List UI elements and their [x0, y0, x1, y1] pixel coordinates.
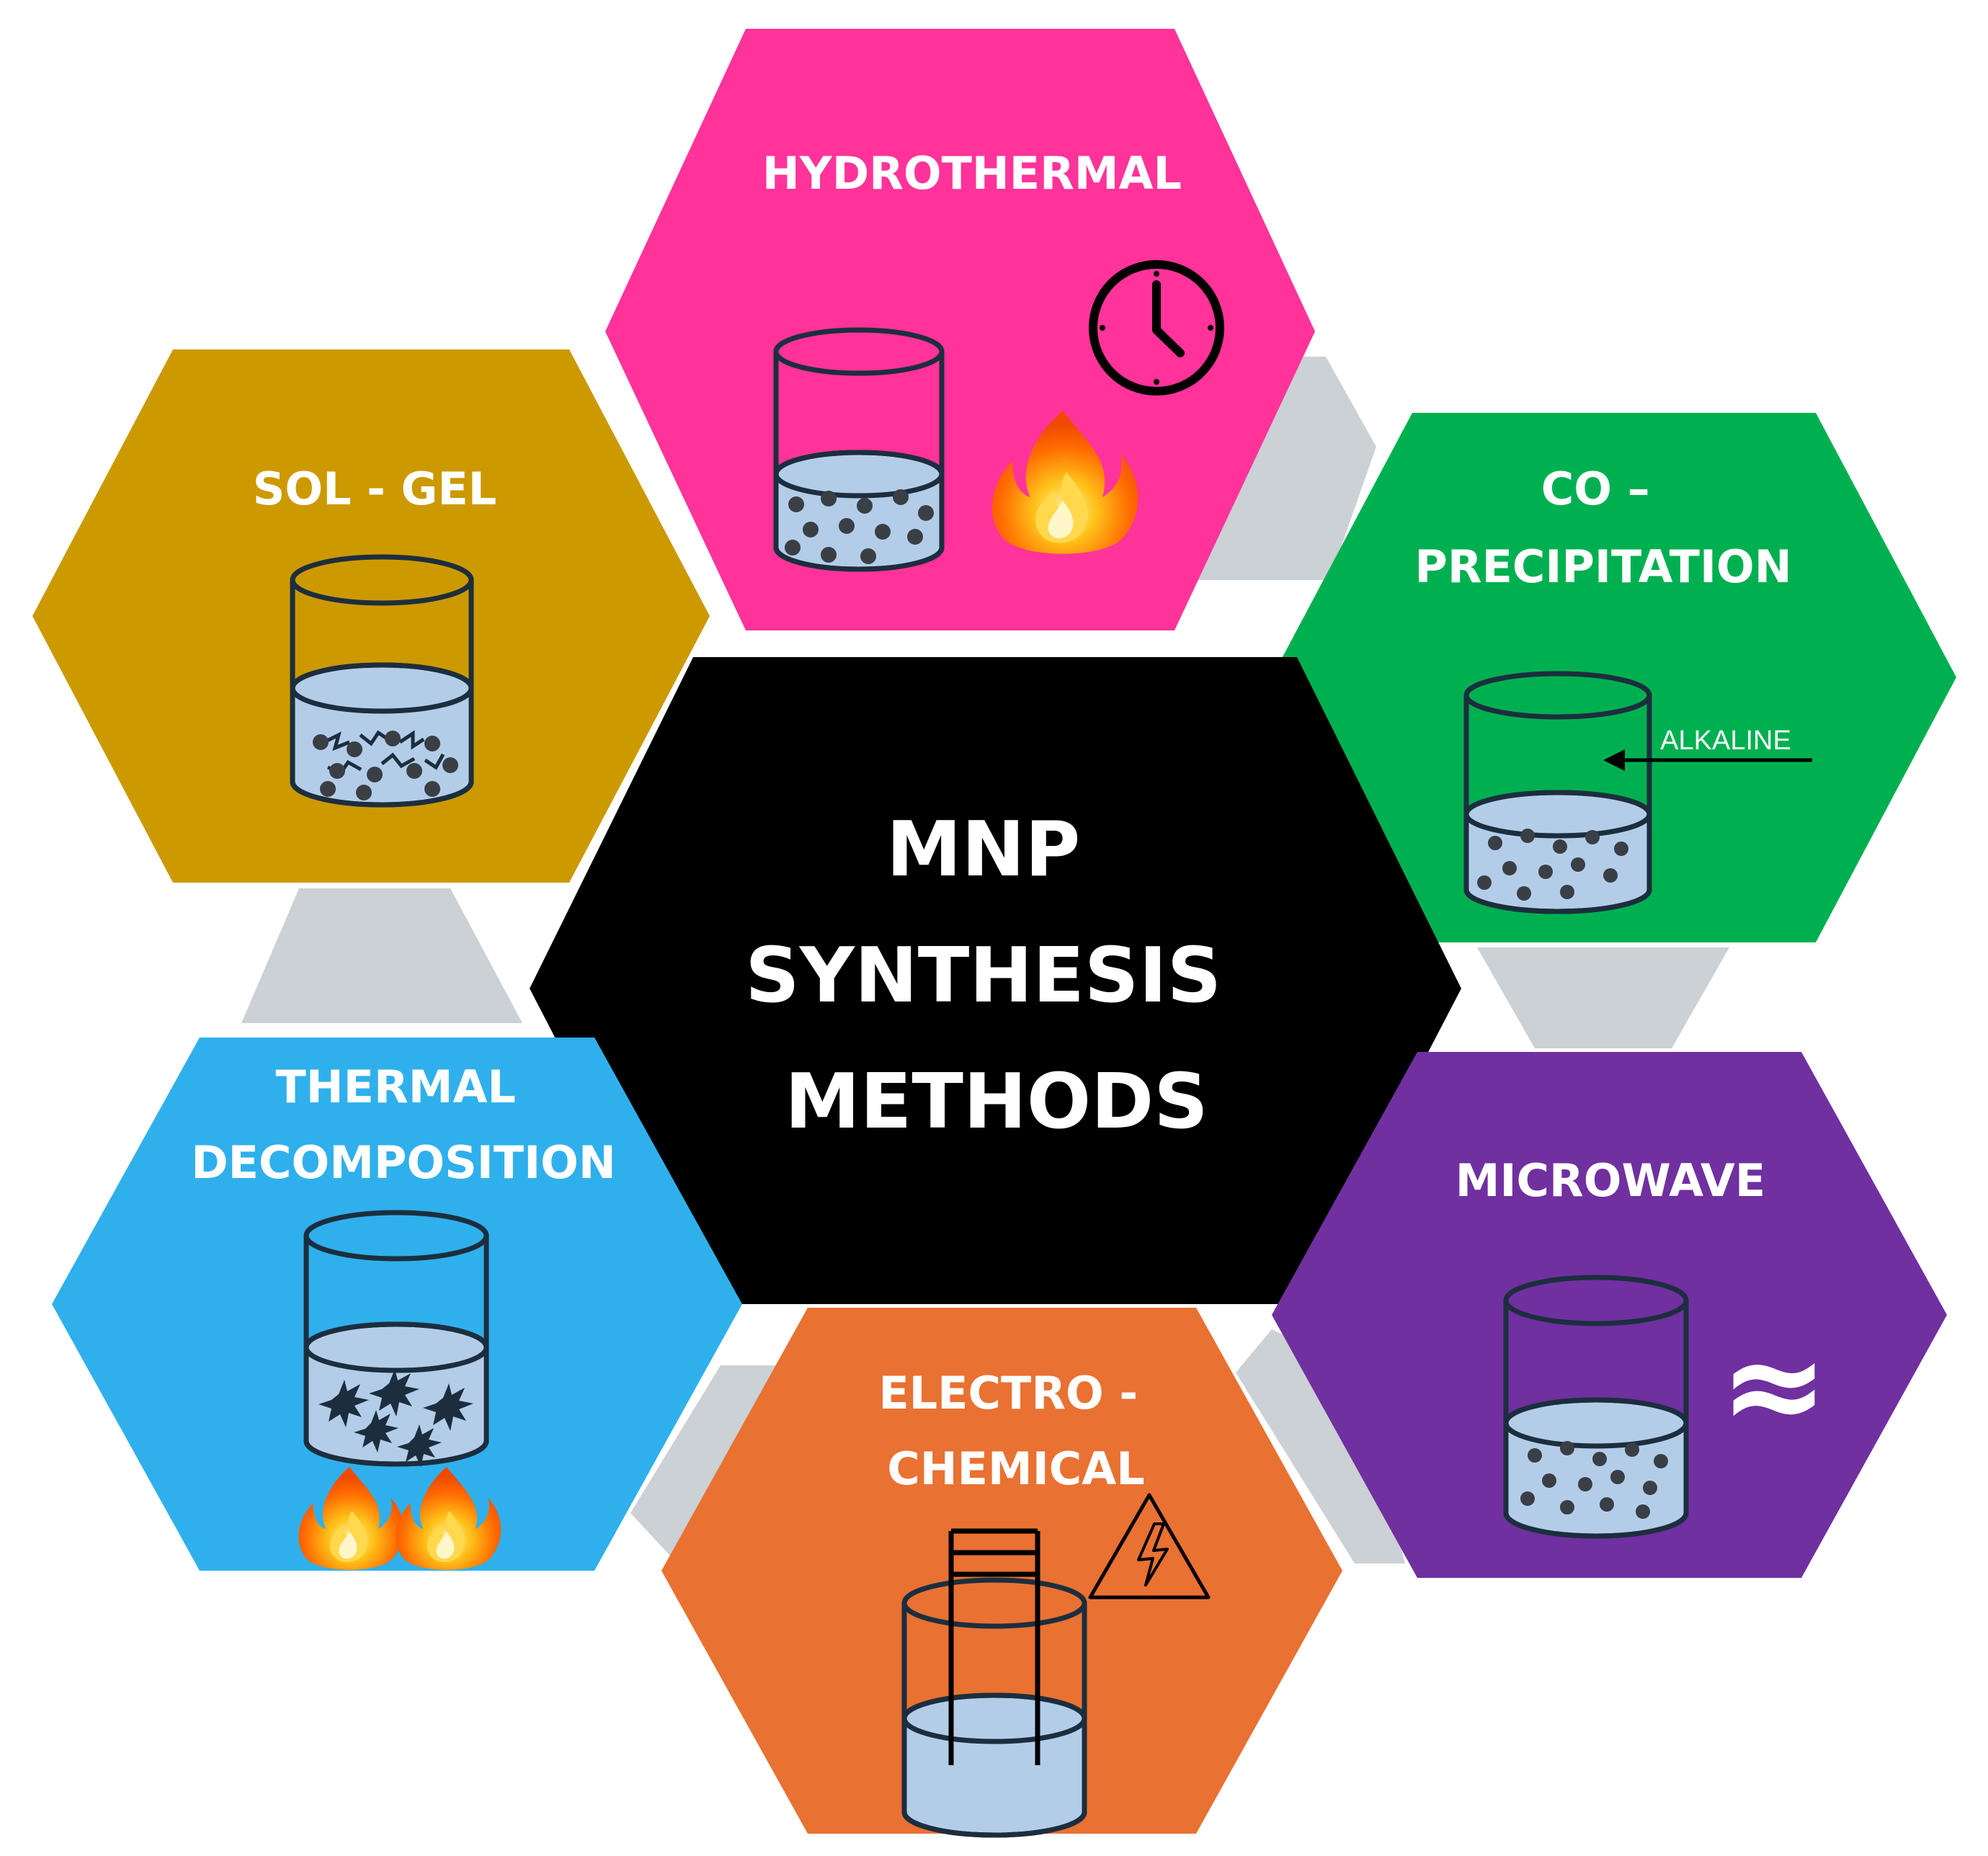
connector-thermal-electro: [630, 1365, 782, 1563]
clock-icon: [1089, 260, 1224, 396]
hex-electrochemical-shape: [661, 1308, 1342, 1834]
hex-thermal-decomposition: THERMAL DECOMPOSITION: [52, 1038, 742, 1571]
beaker-icon: [1503, 1275, 1689, 1539]
sol-gel-title: SOL - GEL: [253, 463, 497, 515]
hex-center-shape: [530, 657, 1461, 1304]
arrow-icon: [1603, 749, 1812, 771]
connector-electro-micro: [1236, 1329, 1405, 1563]
hex-co-precipitation: CO – PRECIPITATION ALKALINE: [1272, 413, 1956, 942]
center-title: MNP SYNTHESIS METHODS: [745, 806, 1248, 1146]
hex-microwave: MICROWAVE ≈: [1272, 1052, 1947, 1578]
particle-dots: [1477, 829, 1628, 901]
beaker-icon: [1463, 671, 1652, 914]
hex-center: MNP SYNTHESIS METHODS: [530, 657, 1461, 1304]
alkaline-label: ALKALINE: [1660, 726, 1791, 756]
connector-shapes: [241, 357, 1729, 1563]
hex-hydrothermal: HYDROTHERMAL: [605, 29, 1315, 630]
hex-sol-gel: SOL - GEL: [32, 349, 710, 883]
thermal-decomposition-title: THERMAL DECOMPOSITION: [191, 1061, 616, 1189]
warning-icon: [1088, 1493, 1211, 1600]
particle-dots: [1520, 1441, 1668, 1519]
microwave-title: MICROWAVE: [1456, 1154, 1765, 1207]
connector-co-micro: [1477, 947, 1729, 1048]
beaker-icon: [290, 554, 474, 808]
burst-particles: [318, 1369, 473, 1467]
hex-microwave-shape: [1272, 1052, 1947, 1578]
electrochemical-title: ELECTRO - CHEMICAL: [878, 1367, 1153, 1495]
beaker-icon: [773, 327, 945, 572]
connector-solgel-thermal: [241, 888, 522, 1023]
hex-electrochemical: ELECTRO - CHEMICAL: [661, 1308, 1342, 1838]
co-precipitation-title: CO – PRECIPITATION: [1414, 463, 1791, 593]
hydrothermal-title: HYDROTHERMAL: [762, 147, 1182, 200]
beaker-icon: [303, 1210, 489, 1467]
wave-icon: ≈: [1720, 1311, 1829, 1461]
gel-network: [313, 730, 458, 800]
electrodes-icon: [948, 1528, 1040, 1765]
hex-thermal-decomposition-shape: [52, 1038, 742, 1571]
connector-hydro-co: [1182, 357, 1376, 580]
hex-sol-gel-shape: [32, 349, 710, 883]
particle-dots: [785, 489, 934, 564]
